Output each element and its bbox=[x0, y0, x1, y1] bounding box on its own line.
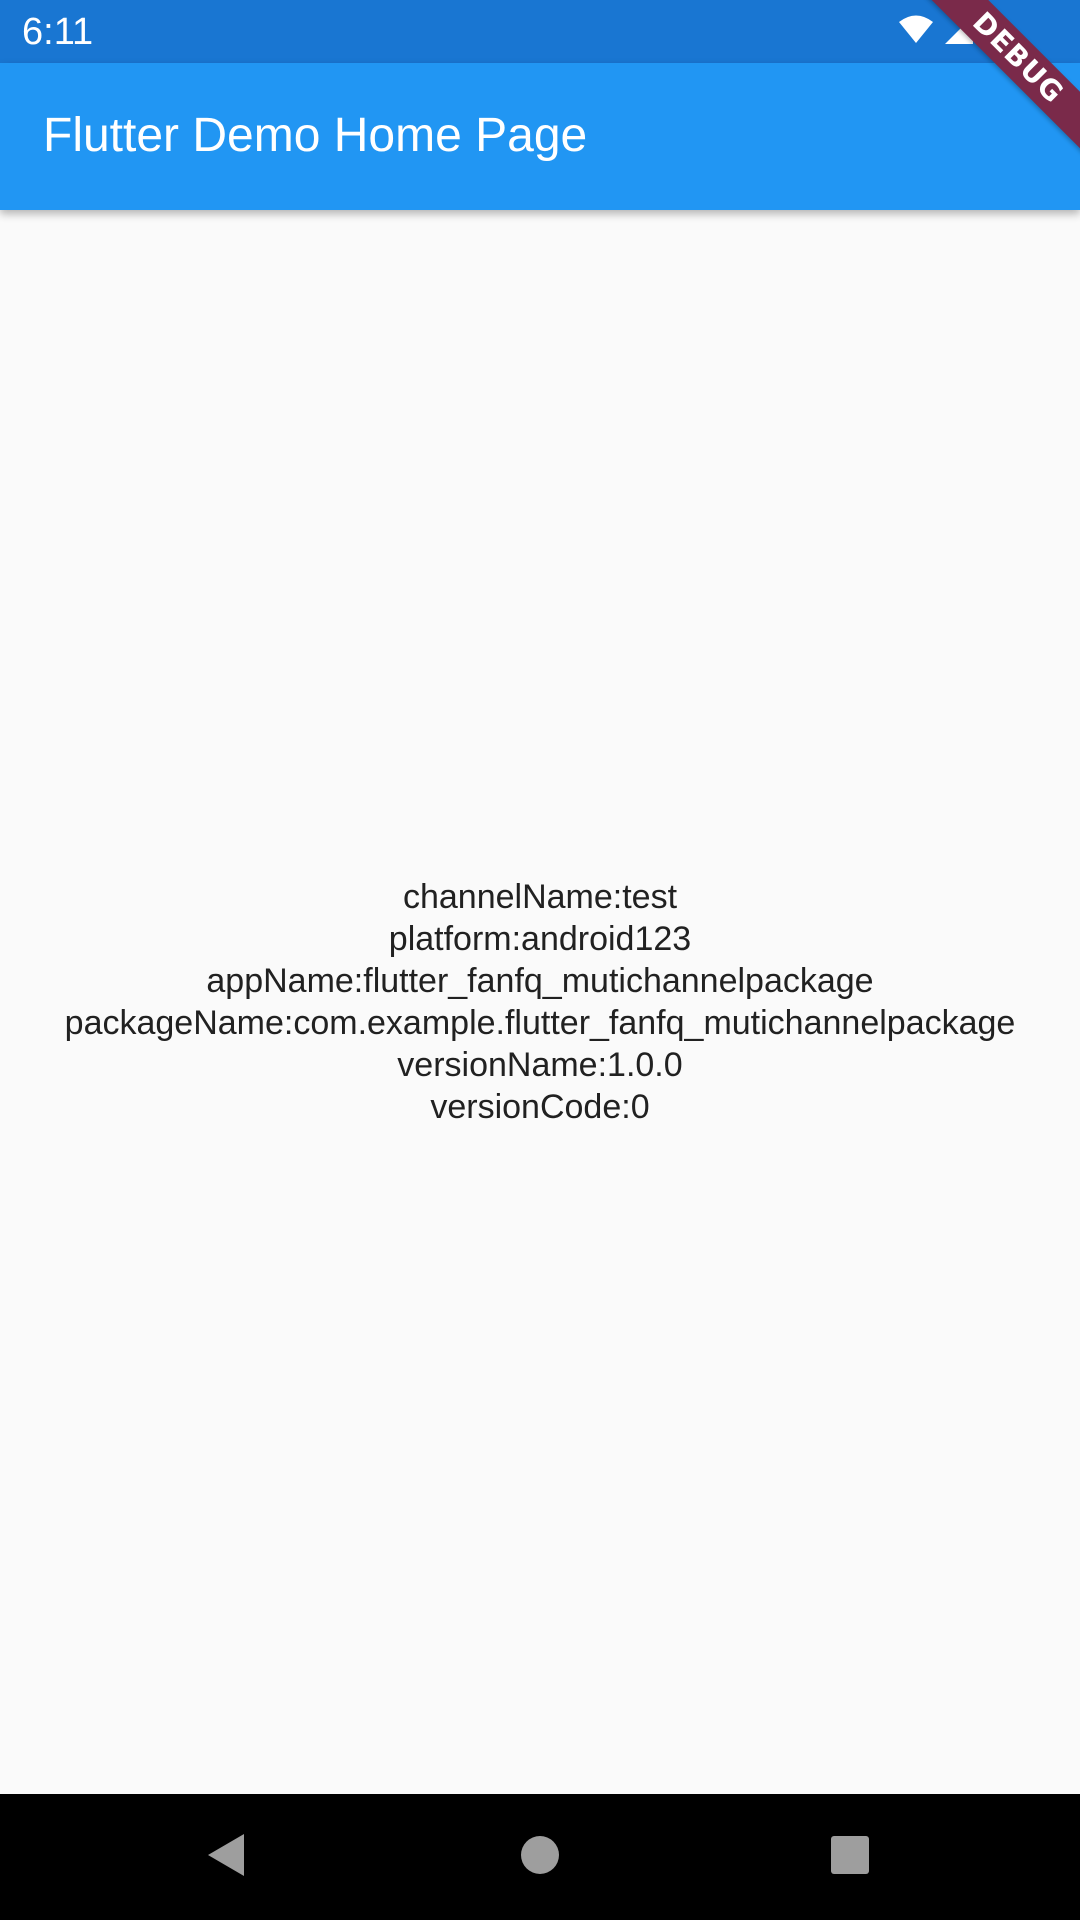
main-content: channelName:test platform:android123 app… bbox=[0, 210, 1080, 1794]
app-info-list: channelName:test platform:android123 app… bbox=[65, 876, 1016, 1128]
status-bar: 6:11 bbox=[0, 0, 1080, 63]
back-button[interactable] bbox=[200, 1831, 252, 1883]
page-title: Flutter Demo Home Page bbox=[43, 109, 588, 162]
package-name-text: packageName:com.example.flutter_fanfq_mu… bbox=[64, 1004, 1016, 1042]
home-icon bbox=[520, 1835, 560, 1880]
app-bar: Flutter Demo Home Page bbox=[0, 63, 1080, 210]
version-code-text: versionCode:0 bbox=[430, 1088, 650, 1126]
recents-icon bbox=[830, 1835, 870, 1880]
channel-name-text: channelName:test bbox=[402, 878, 678, 916]
status-time: 6:11 bbox=[22, 11, 94, 53]
back-icon bbox=[206, 1832, 246, 1883]
version-name-text: versionName:1.0.0 bbox=[397, 1046, 683, 1084]
recents-button[interactable] bbox=[824, 1831, 876, 1883]
navigation-bar bbox=[0, 1794, 1080, 1920]
home-button[interactable] bbox=[514, 1831, 566, 1883]
platform-text: platform:android123 bbox=[388, 920, 692, 958]
app-name-text: appName:flutter_fanfq_mutichannelpackage bbox=[206, 962, 874, 1000]
wifi-icon bbox=[898, 15, 934, 50]
